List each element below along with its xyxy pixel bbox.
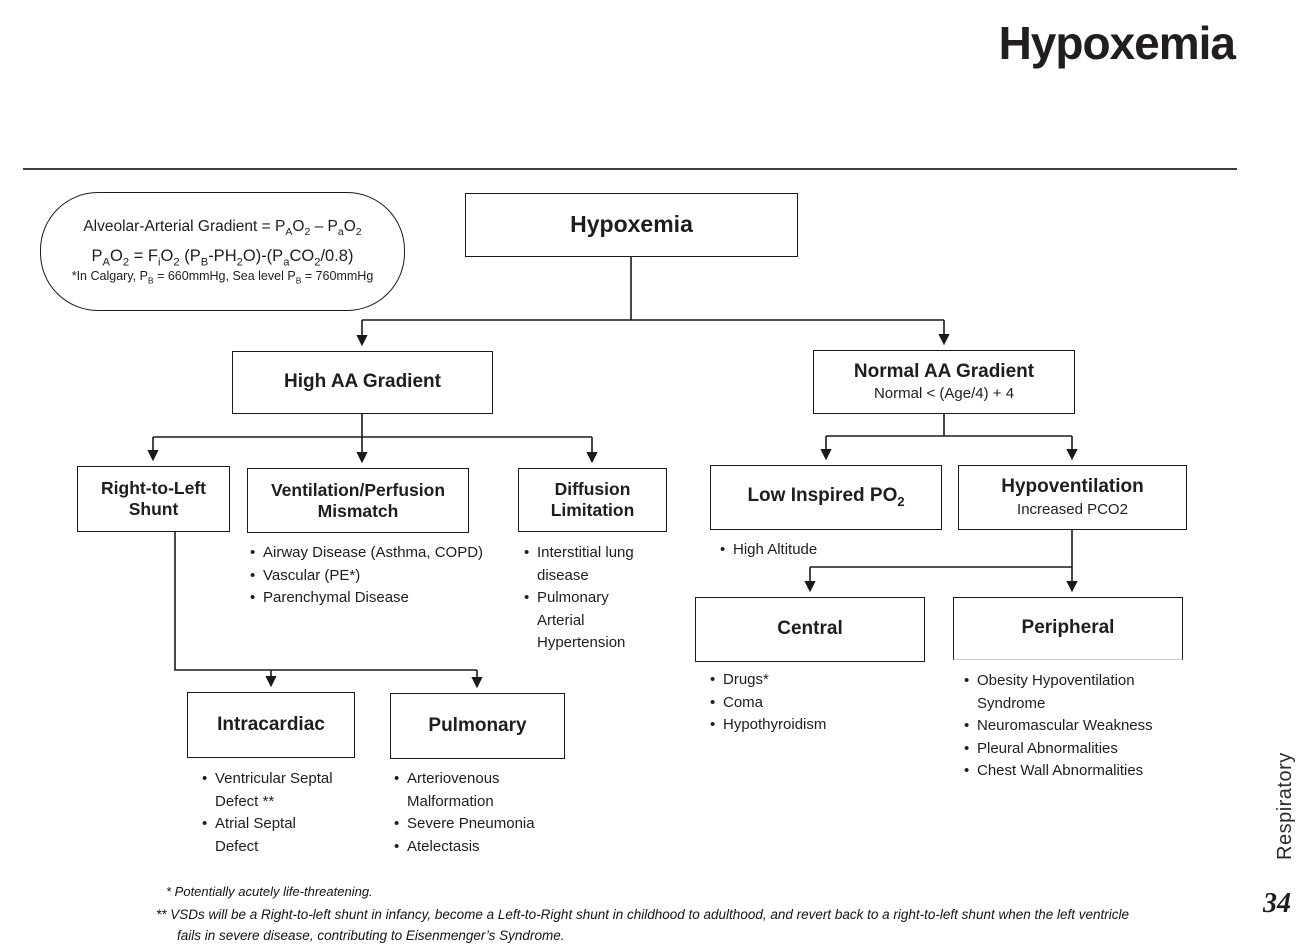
node-diffusion-limitation: Diffusion Limitation bbox=[518, 468, 667, 532]
aa-gradient-formula-box: Alveolar-Arterial Gradient = PAO2 – PaO2… bbox=[40, 192, 405, 311]
node-intracardiac-label: Intracardiac bbox=[217, 713, 325, 735]
node-normal-aa-gradient-label: Normal AA Gradient bbox=[853, 360, 1035, 382]
node-normal-aa-gradient: Normal AA Gradient Normal < (Age/4) + 4 bbox=[813, 350, 1075, 414]
list-item: Parenchymal Disease bbox=[250, 587, 522, 610]
list-item: Hypothyroidism bbox=[710, 714, 900, 737]
vq-mismatch-bullet-list: Airway Disease (Asthma, COPD) Vascular (… bbox=[250, 542, 522, 610]
node-right-to-left-shunt-label: Right-to-Left Shunt bbox=[101, 478, 206, 519]
list-item: Arteriovenous Malformation bbox=[394, 768, 572, 813]
list-item: Chest Wall Abnormalities bbox=[964, 760, 1190, 783]
peripheral-bullet-list: Obesity Hypoventilation Syndrome Neuroma… bbox=[964, 670, 1190, 783]
node-peripheral-label: Peripheral bbox=[1021, 617, 1115, 639]
list-item: Atelectasis bbox=[394, 836, 572, 859]
diffusion-limitation-bullet-list: Interstitial lung disease Pulmonary Arte… bbox=[524, 542, 636, 655]
header-divider bbox=[23, 168, 1237, 170]
list-item: Pleural Abnormalities bbox=[964, 738, 1190, 761]
list-item: Drugs* bbox=[710, 669, 900, 692]
list-item: Ventricular Septal Defect ** bbox=[202, 768, 340, 813]
section-label-respiratory: Respiratory bbox=[1274, 752, 1296, 860]
footnote-asterisk: * Potentially acutely life-threatening. bbox=[166, 884, 373, 899]
list-item: Pulmonary Arterial Hypertension bbox=[524, 587, 636, 655]
list-item: Obesity Hypoventilation Syndrome bbox=[964, 670, 1190, 715]
node-hypoventilation-label: Hypoventilation bbox=[1001, 476, 1144, 498]
node-right-to-left-shunt: Right-to-Left Shunt bbox=[77, 466, 230, 532]
list-item: Severe Pneumonia bbox=[394, 813, 572, 836]
node-central-label: Central bbox=[777, 618, 843, 640]
pulmonary-bullet-list: Arteriovenous Malformation Severe Pneumo… bbox=[394, 768, 572, 858]
node-hypoventilation-subtitle: Increased PCO2 bbox=[1017, 500, 1128, 518]
intracardiac-bullet-list: Ventricular Septal Defect ** Atrial Sept… bbox=[202, 768, 340, 858]
node-high-aa-gradient-label: High AA Gradient bbox=[284, 371, 441, 393]
central-bullet-list: Drugs* Coma Hypothyroidism bbox=[710, 669, 900, 737]
list-item: Interstitial lung disease bbox=[524, 542, 636, 587]
formula-line-gradient: Alveolar-Arterial Gradient = PAO2 – PaO2 bbox=[83, 217, 362, 238]
node-vq-mismatch-label: Ventilation/Perfusion Mismatch bbox=[270, 479, 446, 521]
node-low-inspired-po2: Low Inspired PO2 bbox=[710, 465, 942, 530]
node-low-inspired-po2-label: Low Inspired PO2 bbox=[747, 485, 905, 510]
list-item: Coma bbox=[710, 692, 900, 715]
node-pulmonary-label: Pulmonary bbox=[428, 714, 527, 736]
page-number: 34 bbox=[1263, 888, 1291, 919]
list-item: High Altitude bbox=[720, 539, 880, 562]
footnotes: * Potentially acutely life-threatening. … bbox=[156, 884, 1156, 944]
node-hypoxemia-label: Hypoxemia bbox=[570, 211, 693, 238]
node-peripheral: Peripheral bbox=[953, 597, 1183, 660]
page-title: Hypoxemia bbox=[998, 17, 1236, 69]
list-item: Vascular (PE*) bbox=[250, 565, 522, 588]
node-hypoventilation: Hypoventilation Increased PCO2 bbox=[958, 465, 1187, 530]
node-pulmonary: Pulmonary bbox=[390, 693, 565, 759]
list-item: Airway Disease (Asthma, COPD) bbox=[250, 542, 522, 565]
footnote-double-asterisk: ** VSDs will be a Right-to-left shunt in… bbox=[156, 907, 1130, 943]
node-vq-mismatch: Ventilation/Perfusion Mismatch bbox=[247, 468, 469, 533]
node-diffusion-limitation-label: Diffusion Limitation bbox=[550, 479, 635, 520]
node-central: Central bbox=[695, 597, 925, 662]
node-intracardiac: Intracardiac bbox=[187, 692, 355, 758]
list-item: Atrial Septal Defect bbox=[202, 813, 340, 858]
formula-line-calgary-note: *In Calgary, PB = 660mmHg, Sea level PB … bbox=[71, 268, 374, 286]
node-normal-aa-gradient-subtitle: Normal < (Age/4) + 4 bbox=[873, 385, 1015, 403]
node-high-aa-gradient: High AA Gradient bbox=[232, 351, 493, 414]
formula-line-pao2: PAO2 = FiO2 (PB-PH2O)-(PaCO2/0.8) bbox=[91, 246, 354, 268]
low-inspired-po2-bullet-list: High Altitude bbox=[720, 539, 880, 562]
list-item: Neuromascular Weakness bbox=[964, 715, 1190, 738]
node-hypoxemia: Hypoxemia bbox=[465, 193, 798, 257]
